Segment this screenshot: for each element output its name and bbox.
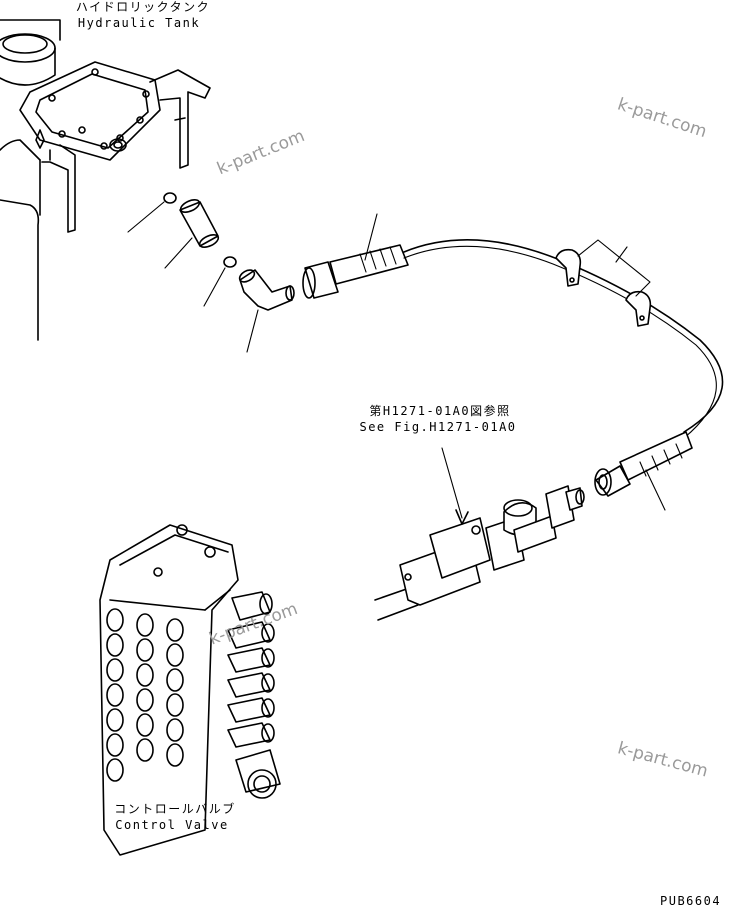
hydraulic-tank-label-en: Hydraulic Tank: [77, 16, 201, 30]
see-figure-label-jp: 第H1271-01A0図参照: [369, 404, 511, 418]
fittings: [127, 192, 295, 353]
hydraulic-tank: [0, 19, 211, 341]
hydraulic-tank-label-jp: ハイドロリックタンク: [75, 0, 211, 14]
control-valve: [99, 524, 281, 856]
control-valve-label-jp: コントロールバルブ: [114, 802, 236, 816]
control-valve-label-en: Control Valve: [115, 818, 229, 832]
see-figure-label-en: See Fig.H1271-01A0: [359, 420, 517, 434]
side-ports: [227, 591, 281, 799]
hose-assembly: [302, 213, 724, 511]
stop-valve: [374, 447, 585, 621]
figure-code: PUB6604: [660, 894, 722, 908]
spool-end-caps: [106, 608, 184, 782]
